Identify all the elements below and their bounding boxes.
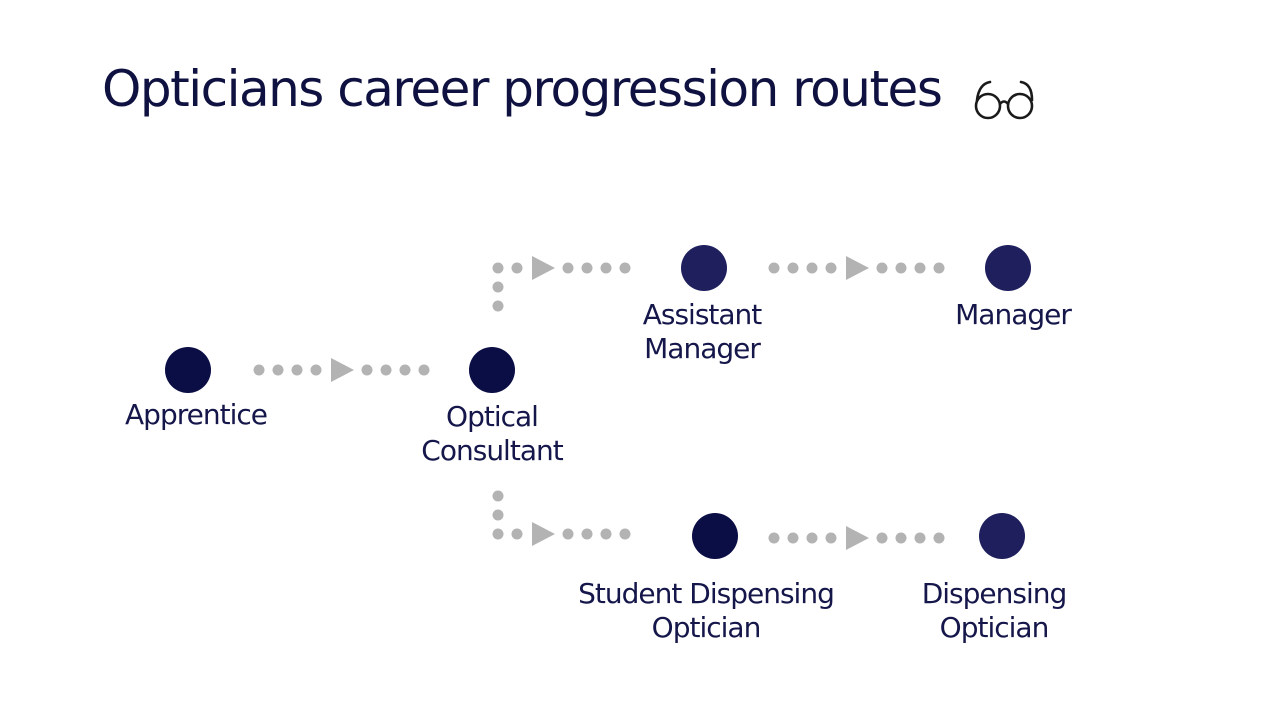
- arrowhead-icon: [846, 526, 869, 550]
- page-title: Opticians career progression routes: [102, 60, 943, 118]
- label-assistant-manager: Assistant Manager: [602, 298, 802, 366]
- arrowhead-icon: [532, 522, 555, 546]
- label-line: Dispensing: [921, 577, 1068, 610]
- label-optical-consultant: Optical Consultant: [392, 400, 592, 468]
- label-line: Apprentice: [125, 398, 268, 431]
- label-line: Manager: [644, 332, 761, 365]
- connector-student-to-dispensing-optician: [768, 526, 945, 550]
- connector-assistant-manager-to-manager: [768, 256, 945, 280]
- glasses-icon: [974, 80, 1034, 120]
- connector-consultant-to-student-dispensing: [492, 490, 631, 546]
- node-student-dispensing-optician: [692, 513, 738, 559]
- label-apprentice: Apprentice: [96, 398, 296, 432]
- node-assistant-manager: [681, 245, 727, 291]
- connector-consultant-to-assistant-manager: [492, 256, 631, 312]
- node-optical-consultant: [469, 347, 515, 393]
- connector-apprentice-to-consultant: [253, 358, 430, 382]
- node-manager: [985, 245, 1031, 291]
- node-dispensing-optician: [979, 513, 1025, 559]
- label-manager: Manager: [913, 298, 1113, 332]
- label-line: Assistant: [642, 298, 763, 331]
- label-dispensing-optician: Dispensing Optician: [884, 577, 1104, 645]
- label-line: Optician: [651, 611, 762, 644]
- label-line: Optician: [939, 611, 1050, 644]
- arrowhead-icon: [846, 256, 869, 280]
- label-line: Consultant: [421, 434, 563, 467]
- label-line: Student Dispensing: [578, 577, 835, 610]
- label-student-dispensing-optician: Student Dispensing Optician: [556, 577, 856, 645]
- label-line: Manager: [955, 298, 1072, 331]
- arrowhead-icon: [331, 358, 354, 382]
- node-apprentice: [165, 347, 211, 393]
- label-line: Optical: [446, 400, 539, 433]
- arrowhead-icon: [532, 256, 555, 280]
